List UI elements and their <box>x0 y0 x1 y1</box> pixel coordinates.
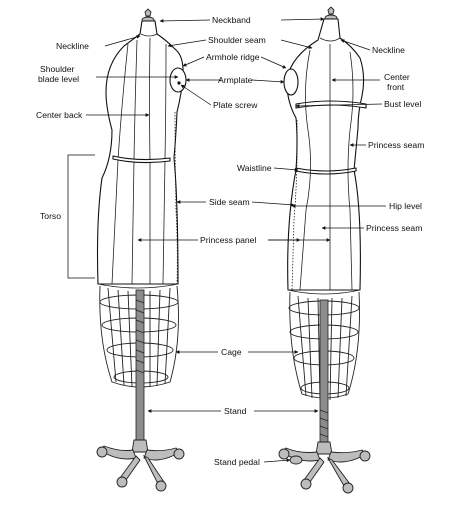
pole-thread-right <box>319 409 329 438</box>
torso-bracket <box>67 154 95 279</box>
label-torso: Torso <box>40 211 61 221</box>
label-neckline-left: Neckline <box>56 41 89 51</box>
princess-seam-front-left <box>299 49 311 291</box>
label-center-front-line2: front <box>387 82 405 92</box>
label-cage: Cage <box>221 347 242 357</box>
label-stand-pedal: Stand pedal <box>214 457 260 467</box>
finial-left <box>144 8 152 17</box>
princess-seam-front-right <box>347 51 354 291</box>
stand-pole-right <box>319 299 329 445</box>
label-bust-level: Bust level <box>384 99 421 109</box>
label-armplate: Armplate <box>218 75 253 85</box>
stand-pedal-shape <box>289 455 303 465</box>
side-seam-front <box>291 119 298 291</box>
panel-seam-back-1 <box>131 39 138 285</box>
neck-seam-left <box>140 33 158 37</box>
label-shoulder-blade-level-line1: Shoulder <box>40 64 75 74</box>
label-princess-seam-top: Princess seam <box>368 140 424 150</box>
waist-tape-left <box>112 155 171 164</box>
hem-right <box>287 289 361 295</box>
label-stand: Stand <box>224 406 247 416</box>
neck-seam-right <box>319 37 341 42</box>
back-view-dress-form <box>96 8 187 492</box>
torso-back-outline <box>96 20 184 285</box>
label-armhole-ridge: Armhole ridge <box>206 52 260 62</box>
label-hip-level: Hip level <box>389 201 422 211</box>
label-princess-panel: Princess panel <box>200 235 256 245</box>
label-princess-seam-lower: Princess seam <box>366 223 422 233</box>
label-center-back: Center back <box>36 110 83 120</box>
hem-left <box>97 283 179 289</box>
label-shoulder-seam: Shoulder seam <box>208 35 266 45</box>
plate-screw-left <box>177 81 181 85</box>
torso-front-outline <box>286 18 365 291</box>
front-view-dress-form <box>278 6 371 494</box>
side-seam-back <box>174 111 178 285</box>
finial-right <box>327 6 335 15</box>
labels: Neckband Neckline Shoulder seam Neckline… <box>36 15 424 467</box>
stand-base-left <box>96 439 185 492</box>
leader-lines <box>67 17 386 463</box>
label-neckline-right: Neckline <box>372 45 405 55</box>
princess-seam-back-left <box>111 43 129 285</box>
label-waistline: Waistline <box>237 163 272 173</box>
waist-tape-right <box>295 167 357 175</box>
label-plate-screw: Plate screw <box>213 100 258 110</box>
armplate-right <box>283 68 299 96</box>
label-neckband: Neckband <box>212 15 251 25</box>
princess-seam-back-right <box>162 43 167 285</box>
center-back-seam <box>149 37 151 284</box>
stand-base-right <box>278 441 371 494</box>
label-shoulder-blade-level-line2: blade level <box>38 74 79 84</box>
pole-thread-left <box>135 299 145 374</box>
armplate-left <box>169 67 187 93</box>
label-center-front-line1: Center <box>384 72 410 82</box>
label-side-seam: Side seam <box>209 197 250 207</box>
